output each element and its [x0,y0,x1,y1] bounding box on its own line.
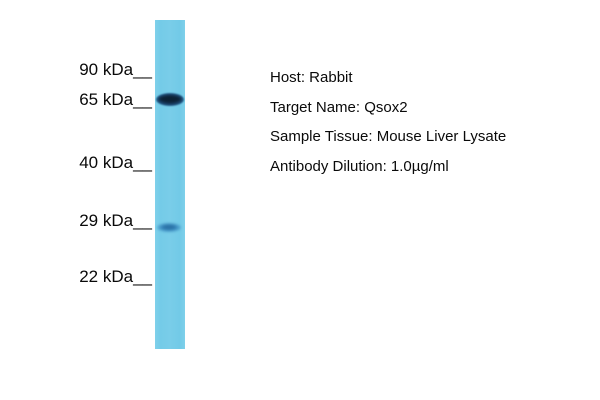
info-sample-tissue: Sample Tissue: Mouse Liver Lysate [270,128,507,145]
band-65kda [156,93,184,106]
band-29kda-core [162,225,176,229]
info-host: Host: Rabbit [270,69,353,86]
marker-label-40kda: 40 kDa__ [79,153,152,172]
info-target-name: Target Name: Qsox2 [270,99,408,116]
info-antibody-dilution: Antibody Dilution: 1.0µg/ml [270,158,449,175]
marker-label-65kda: 65 kDa__ [79,90,152,109]
band-29kda [157,223,181,232]
marker-label-22kda: 22 kDa__ [79,267,152,286]
band-65kda-core [159,96,181,102]
marker-label-29kda: 29 kDa__ [79,211,152,230]
marker-label-90kda: 90 kDa__ [79,60,152,79]
blot-lane [155,20,185,349]
